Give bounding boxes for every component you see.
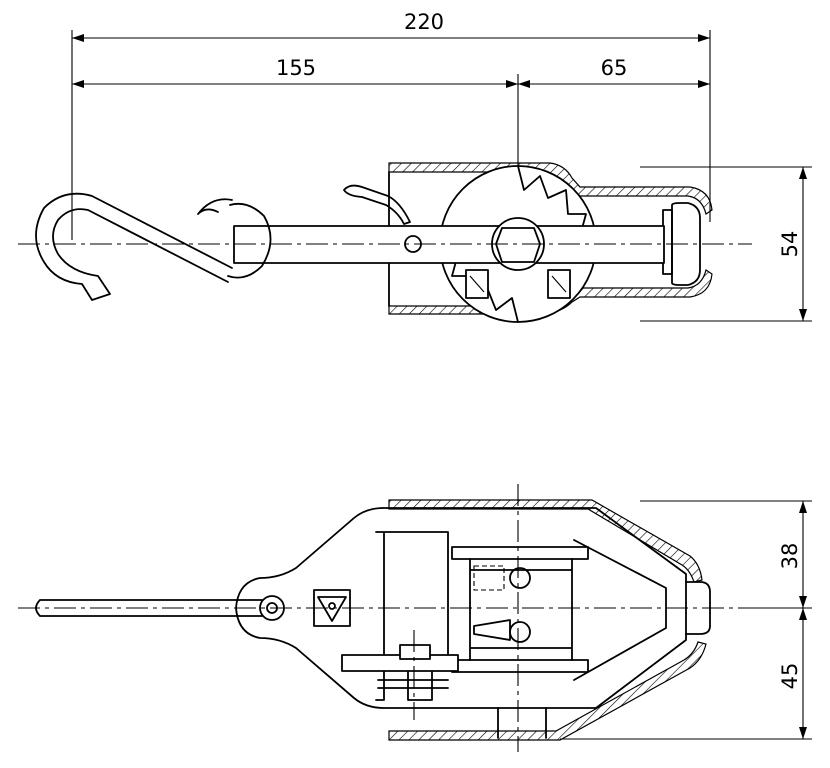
bottom-housing-section — [388, 499, 707, 741]
eye-loop — [197, 198, 272, 279]
lower-bracket — [341, 644, 547, 739]
dimension-hook-to-axis: 155 — [72, 56, 518, 88]
dim-155-label: 155 — [276, 56, 316, 80]
inner-frame — [573, 539, 667, 681]
bottom-view: 38 45 — [18, 484, 812, 752]
dim-54-label: 54 — [778, 231, 802, 258]
dimension-axis-to-end: 65 — [518, 56, 710, 88]
dim-220-label: 220 — [404, 10, 444, 34]
dimension-overall-length: 220 — [71, 10, 711, 240]
top-view: 220 155 65 54 — [18, 10, 812, 323]
dim-65-label: 65 — [601, 56, 628, 80]
bottom-end-cap — [685, 581, 711, 635]
dimension-housing-height: 54 — [640, 166, 812, 322]
s-hook — [35, 192, 233, 301]
dim-38-label: 38 — [778, 543, 802, 570]
tensioner-frame — [235, 507, 687, 709]
pawl-lever — [343, 184, 411, 225]
drawbar — [233, 225, 665, 264]
housing-bolts — [465, 269, 571, 299]
dim-45-label: 45 — [778, 663, 802, 690]
winch-drum — [451, 546, 589, 673]
side-plate — [375, 531, 449, 701]
